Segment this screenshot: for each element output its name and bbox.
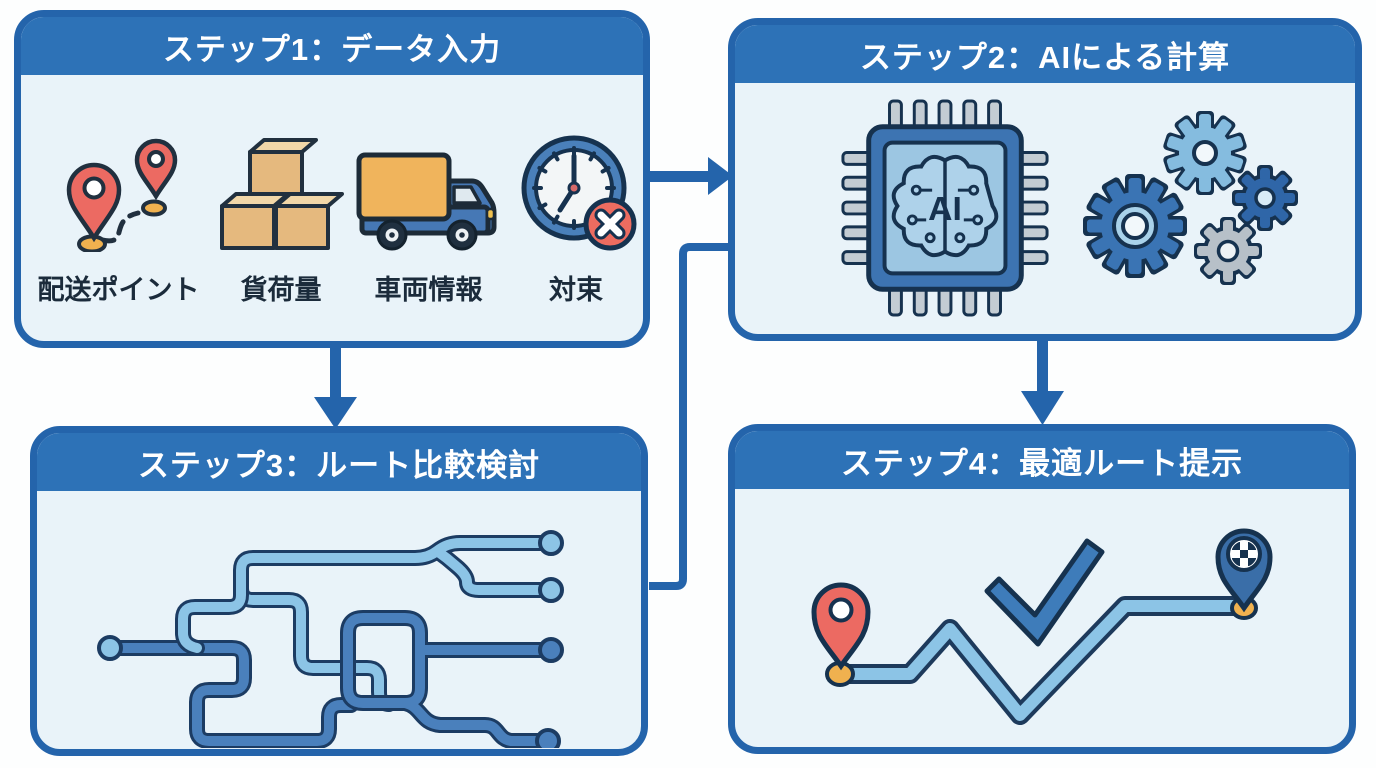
- start-pin: [811, 582, 871, 671]
- step3-header: ステップ3：ルート比較検討: [37, 433, 641, 491]
- optimal-route-icon: [811, 528, 1273, 725]
- checkmark: [984, 538, 1105, 647]
- route-network-icon: [97, 530, 564, 748]
- step1-box: ステップ1：データ入力 配送ポイント: [14, 10, 650, 348]
- line-step3-to-step2: [649, 243, 729, 590]
- step4-box: ステップ4：最適ルート提示: [728, 424, 1356, 754]
- step3-box: ステップ3：ルート比較検討: [30, 426, 648, 756]
- goal-pin-checkered-flag: [1215, 528, 1273, 613]
- step3-title: ステップ3：ルート比較検討: [137, 447, 541, 483]
- ai-chip-brain-icon: AI: [841, 99, 1049, 317]
- clock-constraint-icon: [521, 135, 637, 251]
- step2-box: ステップ2：AIによる計算: [728, 18, 1362, 341]
- arrow-step2-to-step4: [1021, 339, 1064, 425]
- label-constraints: 対束: [549, 275, 603, 305]
- step2-title: ステップ2：AIによる計算: [859, 39, 1231, 75]
- gears-icon: [1083, 111, 1298, 285]
- step4-header: ステップ4：最適ルート提示: [735, 431, 1349, 489]
- label-vehicle-info: 車両情報: [374, 275, 483, 305]
- truck-icon: [356, 152, 496, 251]
- label-delivery-points: 配送ポイント: [37, 275, 200, 305]
- arrow-step1-to-step3: [314, 345, 357, 429]
- step1-title: ステップ1：データ入力: [162, 31, 502, 67]
- label-cargo-volume: 貨荷量: [240, 275, 322, 305]
- step2-header: ステップ2：AIによる計算: [735, 25, 1355, 83]
- arrow-step1-to-step2: [648, 157, 733, 195]
- cargo-boxes-icon: [220, 138, 344, 250]
- step1-header: ステップ1：データ入力: [21, 17, 643, 75]
- map-pins-route-icon: [66, 138, 177, 252]
- step4-title: ステップ4：最適ルート提示: [840, 445, 1244, 481]
- ai-chip-label: AI: [928, 191, 962, 228]
